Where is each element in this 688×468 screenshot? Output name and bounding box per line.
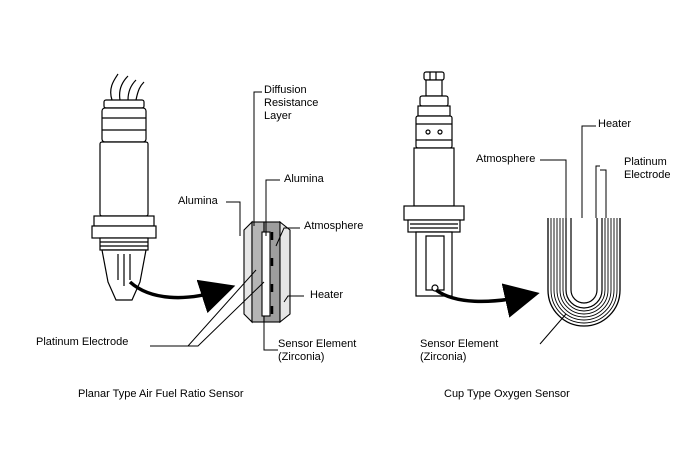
label-platinum-electrode-cup: Platinum Electrode — [624, 156, 671, 181]
planar-arrow — [128, 279, 236, 314]
label-diffusion-resistance-layer: Diffusion Resistance Layer — [264, 84, 319, 122]
label-heater-planar: Heater — [310, 289, 344, 301]
caption-planar-sensor: Planar Type Air Fuel Ratio Sensor — [78, 388, 244, 400]
label-platinum-electrode-planar: Platinum Electrode — [36, 336, 129, 348]
label-heater-cup: Heater — [598, 118, 632, 130]
planar-leader-lines — [150, 91, 304, 351]
caption-cup-sensor: Cup Type Oxygen Sensor — [444, 388, 570, 400]
cup-arrow — [434, 283, 540, 318]
planar-sensor-body — [91, 73, 157, 301]
label-alumina-left: Alumina — [178, 195, 218, 207]
label-atmosphere-cup: Atmosphere — [476, 153, 536, 165]
cup-sensor-body — [403, 71, 465, 297]
label-atmosphere-planar: Atmosphere — [304, 220, 364, 232]
planar-element-section — [243, 220, 291, 324]
cup-element-section — [547, 218, 621, 327]
label-alumina-right: Alumina — [284, 173, 324, 185]
label-sensor-element-planar: Sensor Element (Zirconia) — [278, 338, 357, 363]
cup-leader-lines — [539, 125, 607, 345]
label-sensor-element-cup: Sensor Element (Zirconia) — [420, 338, 499, 363]
